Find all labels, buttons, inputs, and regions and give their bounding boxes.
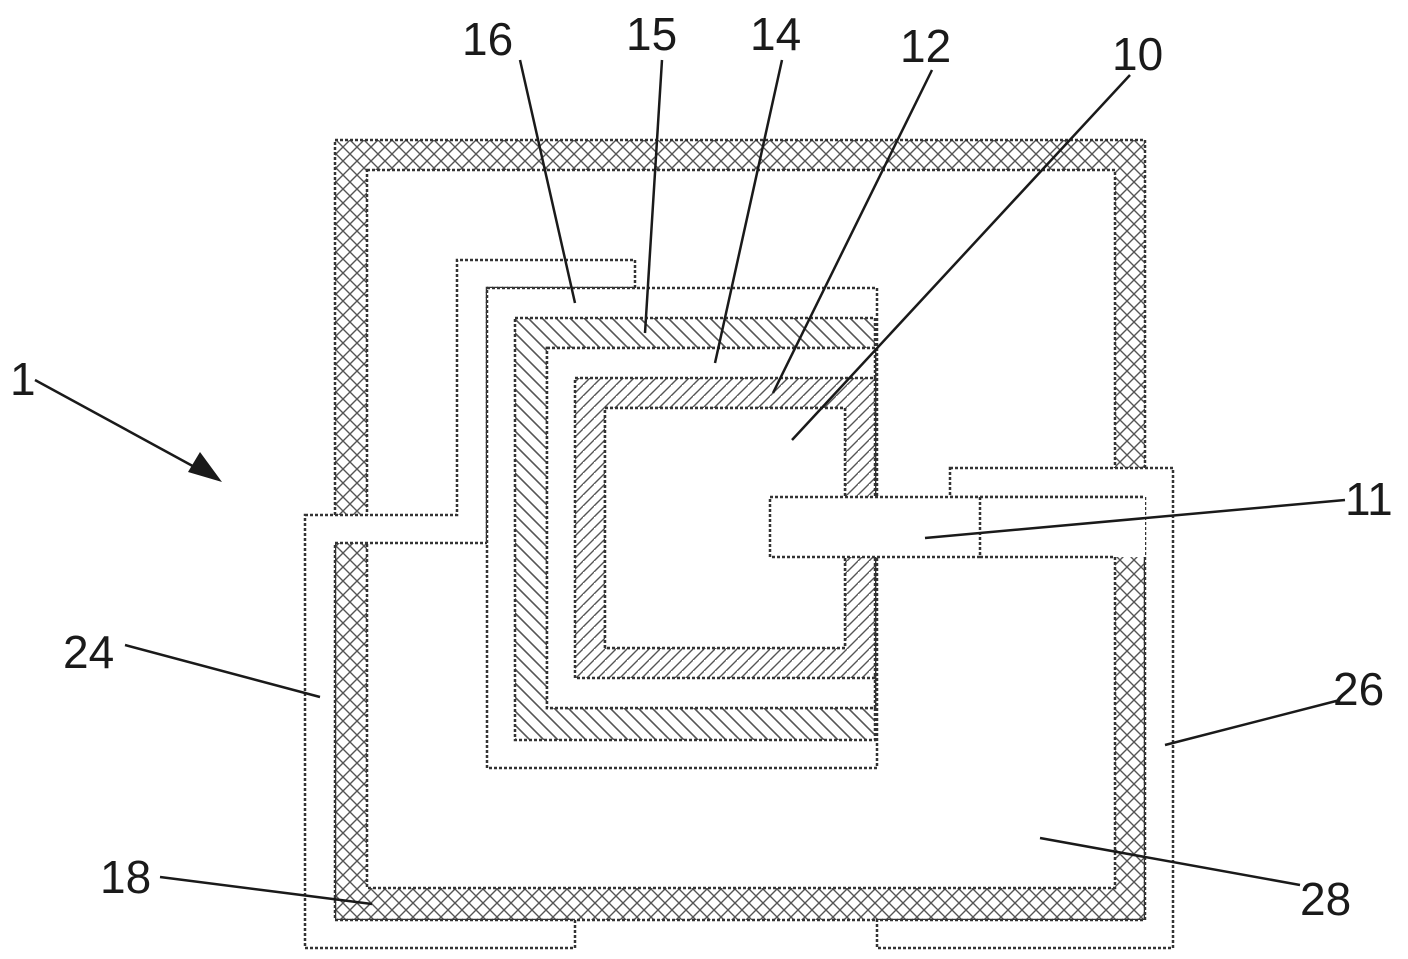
- label-1: 1: [10, 353, 36, 405]
- label-10: 10: [1112, 28, 1163, 80]
- arrowhead-1: [188, 452, 222, 482]
- leader-26: [1165, 700, 1340, 745]
- leader-1: [35, 380, 200, 470]
- label-12: 12: [900, 20, 951, 72]
- label-24: 24: [63, 626, 114, 678]
- label-11: 11: [1345, 473, 1393, 525]
- label-18: 18: [100, 851, 151, 903]
- leader-10: [792, 75, 1130, 440]
- label-26: 26: [1333, 663, 1384, 715]
- label-15: 15: [626, 8, 677, 60]
- leader-24: [125, 645, 320, 697]
- label-16: 16: [462, 13, 513, 65]
- label-14: 14: [750, 8, 801, 60]
- tab-11: [770, 497, 980, 557]
- label-28: 28: [1300, 873, 1351, 925]
